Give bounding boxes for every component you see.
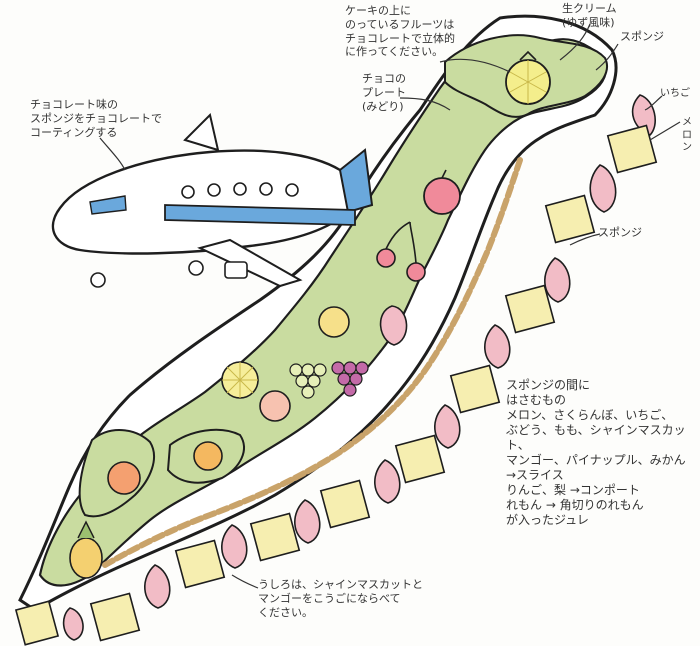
airplane	[51, 113, 374, 288]
melon-decoration	[505, 50, 551, 105]
back-side-note: うしろは、シャインマスカットと マンゴーをこうごにならべて ください。	[258, 578, 423, 619]
sponge-top-note: スポンジ	[620, 30, 664, 43]
fruit-topping-note: ケーキの上に のっているフルーツは チョコレートで立体的 に作ってください。	[345, 4, 455, 59]
callout-lines	[99, 23, 681, 589]
pineapple-decoration	[69, 520, 103, 579]
chocolate-sponge-note: チョコレート味の スポンジをチョコレートで コーティングする	[30, 98, 162, 139]
fresh-cream-note: 生クリーム (ゆず風味)	[562, 2, 617, 29]
lemon-slice-decoration	[221, 361, 259, 399]
filling-list-note: スポンジの間に はさむもの メロン、さくらんぼ、いちご、 ぶどう、もも、シャイン…	[506, 378, 686, 527]
melon-label: メロン	[682, 117, 692, 153]
peach-decoration	[259, 390, 291, 422]
strawberry-label: いちご	[660, 88, 690, 99]
chocolate-plate-note: チョコの プレート (みどり)	[362, 72, 406, 113]
sponge-middle-note: スポンジ	[598, 226, 642, 239]
strawberries	[62, 94, 656, 641]
cherries-decoration	[376, 221, 426, 282]
sponge-stripe	[102, 157, 523, 568]
persimmon-decoration	[107, 461, 141, 495]
fruit-slices	[14, 124, 658, 646]
grapes-decoration	[289, 361, 369, 399]
mandarin-decoration	[193, 441, 223, 471]
strawberry-decoration	[379, 305, 408, 346]
apple-decoration	[423, 169, 461, 215]
yuzu-decoration	[318, 306, 350, 338]
